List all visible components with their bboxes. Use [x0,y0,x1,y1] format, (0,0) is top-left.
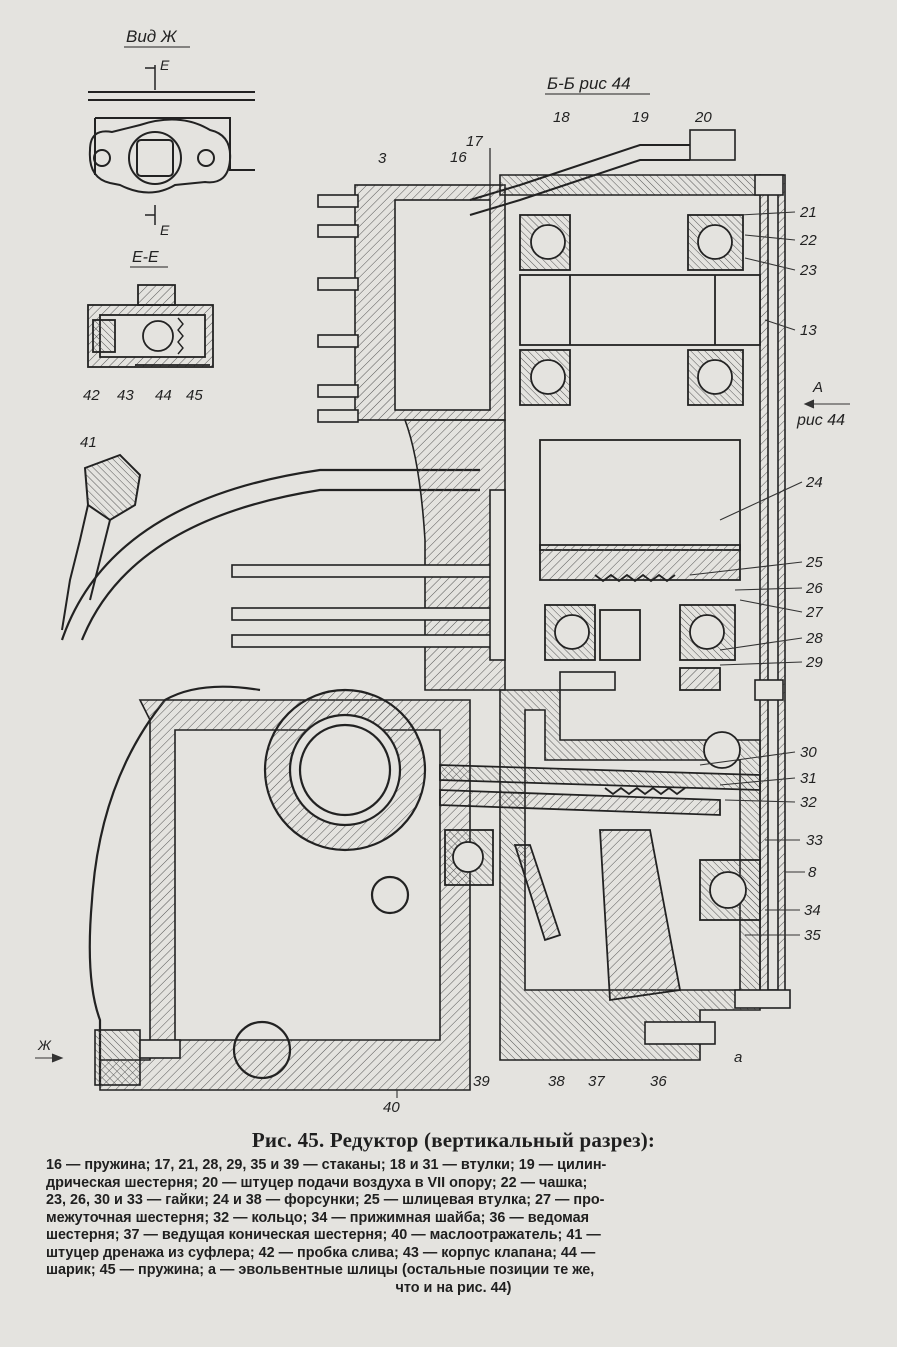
housing-cover [60,468,480,1085]
legend-line: межуточная шестерня; 32 — кольцо; 34 — п… [46,1209,590,1226]
callout-29: 29 [805,654,823,671]
arrow-zh-label: Ж [37,1037,52,1053]
upper-shaft-assembly [519,214,761,583]
callout-36: 36 [650,1073,667,1090]
callout-24: 24 [805,474,823,491]
mark-e-bottom: Е [160,222,170,238]
callout-21: 21 [799,204,817,221]
legend-line: шестерня; 37 — ведущая коническая шестер… [46,1227,601,1243]
callout-20: 20 [694,109,712,126]
gearbox-section-drawing: Вид Ж Е Е Е-Е Б-Б рис 44 А рис 44 Ж а 3 … [35,27,850,1116]
callout-39: 39 [473,1073,490,1090]
callout-numbers: 3 16 17 18 19 20 21 22 23 13 24 25 26 27… [80,109,823,1116]
view-a-ref: рис 44 [796,412,845,429]
legend-line: шарик; 45 — пружина; а — эвольвентные шл… [46,1262,595,1278]
callout-25: 25 [805,554,823,571]
drain-fitting-41 [61,453,142,631]
callout-41: 41 [80,434,97,451]
callout-38: 38 [548,1073,565,1090]
callout-28: 28 [805,630,823,647]
figure-legend: 16 — пружина; 17, 21, 28, 29, 35 и 39 — … [46,1157,861,1297]
section-ee-label: Е-Е [132,249,159,266]
callout-13: 13 [800,322,817,339]
callout-35: 35 [804,927,821,944]
figure-title: Рис. 45. Редуктор (вертикальный разрез): [46,1128,861,1153]
callout-37: 37 [588,1073,605,1090]
fasteners [94,129,791,1086]
callout-43: 43 [117,387,134,404]
callout-8: 8 [808,864,817,881]
legend-line-last: что и на рис. 44) [395,1279,512,1296]
callout-44: 44 [155,387,172,404]
callout-34: 34 [804,902,821,919]
legend-line: 23, 26, 30 и 33 — гайки; 24 и 38 — форсу… [46,1192,605,1208]
figure-title-text: Редуктор (вертикальный разрез): [329,1128,656,1152]
callout-19: 19 [632,109,649,126]
legend-line: 16 — пружина; 17, 21, 28, 29, 35 и 39 — … [46,1157,607,1173]
air-feed-pipe [469,144,690,216]
callout-45: 45 [186,387,203,404]
callout-27: 27 [805,604,823,621]
lower-gear-assembly [439,731,761,1002]
middle-bearings [544,604,736,691]
legend-line: дрическая шестерня; 20 — штуцер подачи в… [46,1174,588,1191]
legend-line: штуцер дренажа из суфлера; 42 — пробка с… [46,1244,596,1261]
callout-18: 18 [553,109,570,126]
mark-e-top: Е [160,57,170,73]
flange-bolts [231,194,506,661]
section-ee-detail [87,284,214,368]
view-zh-label: Вид Ж [126,27,178,46]
callout-16: 16 [450,149,467,166]
section-bb-label: Б-Б рис 44 [547,74,631,93]
callout-31: 31 [800,770,817,787]
view-a-letter: А [812,379,823,396]
callout-42: 42 [83,387,100,404]
callout-33: 33 [806,832,823,849]
callout-32: 32 [800,794,817,811]
callout-40: 40 [383,1099,400,1116]
callout-22: 22 [799,232,817,249]
callout-23: 23 [799,262,817,279]
figure-caption: Рис. 45. Редуктор (вертикальный разрез):… [46,1128,861,1297]
mark-a-label: а [734,1049,742,1066]
figure-number: Рис. 45. [251,1128,325,1152]
callout-26: 26 [805,580,823,597]
cover-bearing [232,688,427,1080]
callout-30: 30 [800,744,817,761]
callout-17: 17 [466,133,483,150]
callout-3: 3 [378,150,387,167]
callout-leaders [35,211,850,1098]
view-zh-detail [88,65,255,225]
